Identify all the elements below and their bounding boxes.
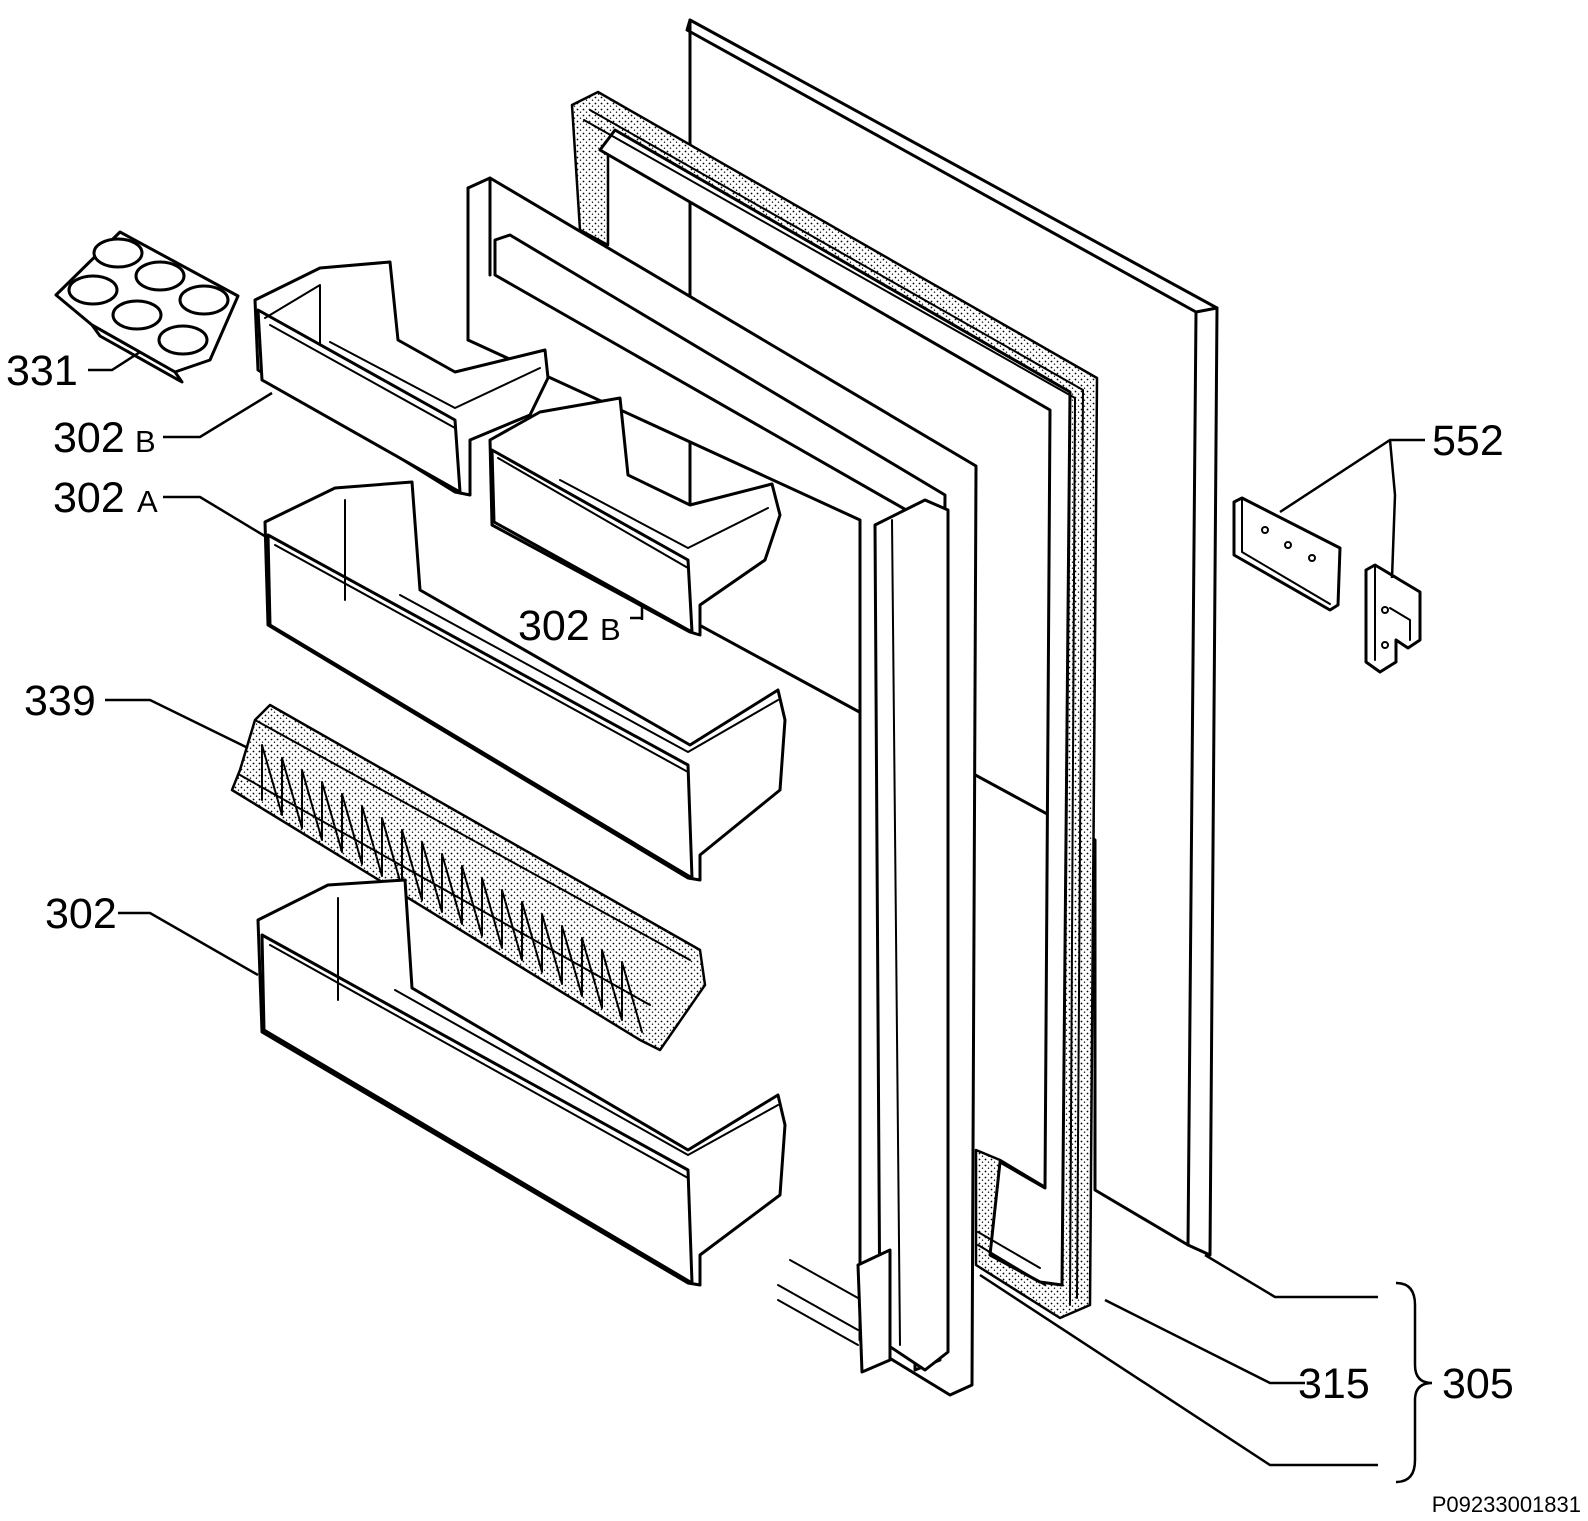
label-339: 339 — [24, 677, 96, 725]
leader-lines — [88, 350, 1433, 1484]
label-302: 302 — [45, 890, 117, 938]
label-302b-top: 302 — [53, 414, 125, 462]
leader-305-bottom — [979, 1273, 1378, 1467]
label-315: 315 — [1298, 1360, 1370, 1408]
label-302a: 302 — [53, 474, 125, 522]
label-552: 552 — [1432, 417, 1504, 465]
leader-302 — [118, 911, 259, 977]
egg-tray — [54, 230, 240, 384]
leader-305-top — [1204, 1253, 1378, 1299]
label-302b-mid-suffix: B — [600, 612, 621, 647]
hinge-plate — [1232, 496, 1342, 612]
leader-552-b — [1388, 439, 1397, 579]
hinge-bracket — [1364, 563, 1422, 674]
leader-302b-top — [163, 391, 273, 439]
door-bin-302b-top — [253, 260, 550, 497]
leader-315 — [1104, 1298, 1305, 1385]
door-gasket — [570, 90, 1099, 1320]
brace-305 — [1395, 1281, 1433, 1484]
leader-552-a — [1279, 438, 1425, 514]
leader-339 — [105, 698, 249, 750]
label-302a-suffix: A — [137, 484, 158, 519]
leader-302b-mid — [630, 604, 644, 620]
label-305: 305 — [1442, 1360, 1514, 1408]
door-bin-302-bottom — [256, 878, 787, 1287]
door-bin-302b-mid — [488, 396, 782, 637]
part-labels: 331 302 B 302 A 302 B 339 302 552 315 30… — [6, 347, 1581, 1517]
egg-tray-cups — [67, 237, 230, 356]
door-bin-302a — [263, 480, 787, 882]
reference-code: P09233001831 — [1432, 1492, 1581, 1517]
inner-door-liner — [466, 176, 978, 1397]
label-331: 331 — [6, 347, 78, 395]
leader-331 — [88, 350, 141, 372]
label-302b-mid: 302 — [518, 602, 590, 650]
label-302b-top-suffix: B — [135, 424, 156, 459]
leader-302a — [163, 495, 269, 540]
bottle-holder — [230, 703, 707, 1052]
